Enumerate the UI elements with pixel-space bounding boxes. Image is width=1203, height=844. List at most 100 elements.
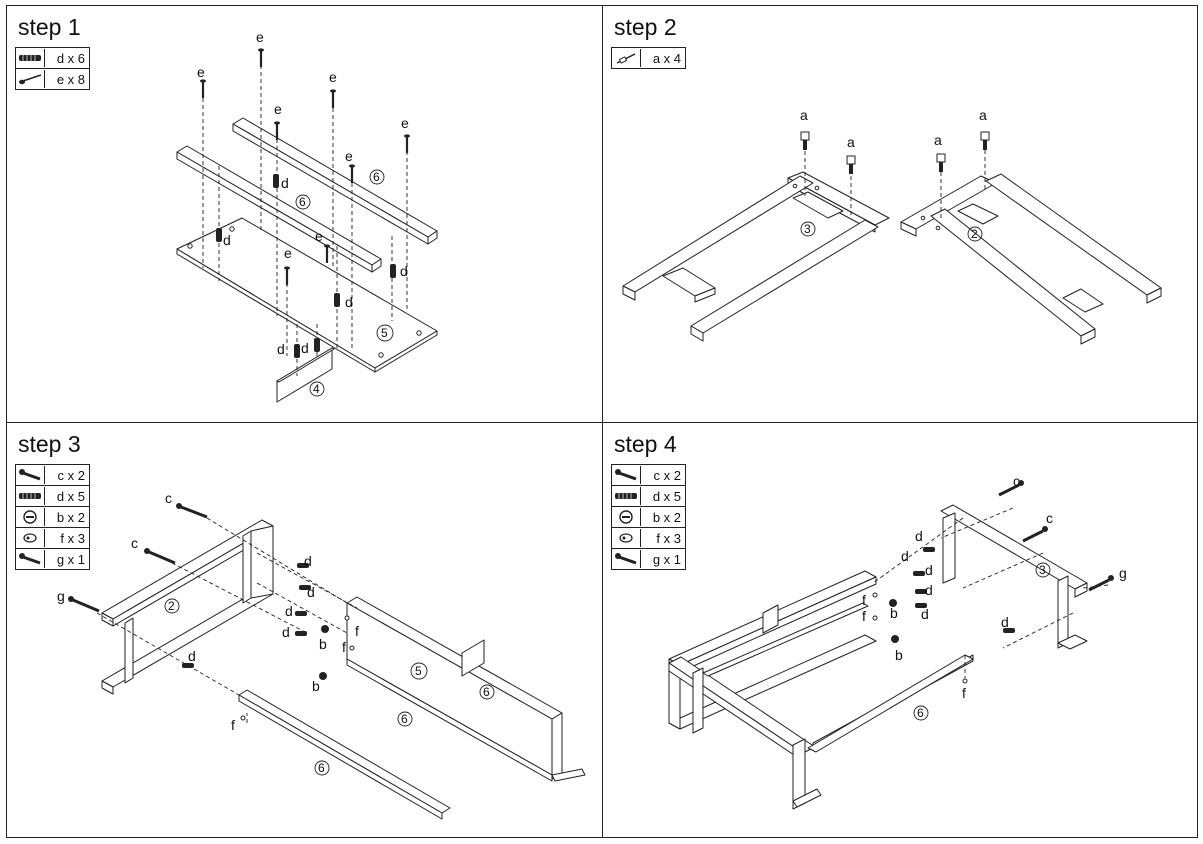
bolt-c	[144, 548, 176, 565]
insert-f	[872, 592, 878, 598]
hardware-label: e	[274, 101, 282, 117]
hardware-label: f	[862, 592, 866, 608]
insert-f	[962, 678, 968, 684]
dowel-d	[915, 589, 927, 594]
legend-row: f x 3	[611, 527, 686, 549]
hardware-label: d	[304, 553, 312, 569]
dowel-d	[295, 611, 307, 616]
bolt-c	[1022, 526, 1048, 543]
cam-lock-icon	[16, 508, 45, 526]
dowel-d	[273, 174, 279, 188]
insert-f	[344, 615, 350, 621]
rail-6-back-end	[427, 230, 438, 245]
panel-5: 5	[346, 596, 586, 782]
part-number: 6	[318, 761, 325, 775]
hardware-label: e	[256, 29, 264, 45]
rail-6-loose-side	[238, 694, 443, 820]
dowel-icon	[16, 49, 45, 67]
step-title: step 1	[18, 14, 81, 40]
hardware-label: g	[1119, 565, 1127, 581]
hardware-label: d	[281, 175, 289, 191]
legend-row: e x 8	[15, 68, 90, 90]
part-number: 3	[1039, 563, 1046, 577]
legend-text: d x 5	[652, 488, 681, 504]
legend-row: d x 5	[611, 485, 686, 507]
dowel-d	[314, 338, 320, 352]
rail-6	[346, 658, 553, 782]
hardware-label: g	[57, 588, 65, 604]
step-1-panel: step 1 d x 6 e x 8	[6, 5, 603, 423]
step-4-diagram: 3 6	[668, 473, 1127, 810]
cam-bolt-a	[936, 153, 946, 172]
legend-text: f x 3	[60, 530, 85, 546]
hardware-label: f	[231, 717, 235, 733]
panel-4-top	[276, 347, 335, 383]
step-title: step 3	[18, 431, 81, 457]
hardware-label: e	[345, 148, 353, 164]
rail-6-front-end	[371, 258, 382, 273]
hardware-label: d	[901, 548, 909, 564]
part-number: 6	[299, 195, 306, 209]
part-number: 3	[804, 222, 811, 236]
step-2-diagram: a a a a 3 2	[622, 107, 1162, 345]
hardware-label: d	[307, 584, 315, 600]
legend-text: d x 6	[56, 50, 85, 66]
frame-2	[900, 173, 1162, 345]
legend-text: b x 2	[652, 509, 681, 525]
hardware-label: c	[131, 535, 138, 551]
cam-lock-b	[889, 599, 897, 607]
dowel-d	[295, 631, 307, 636]
cam-bolt-a	[980, 131, 990, 150]
legend-text: c x 2	[653, 467, 681, 483]
legend-row: b x 2	[611, 506, 686, 528]
hardware-label: c	[165, 490, 172, 506]
hardware-label: d	[915, 528, 923, 544]
step-title: step 2	[614, 14, 677, 40]
rail-6-back-side	[232, 123, 429, 245]
legend-text: b x 2	[56, 509, 85, 525]
hardware-label: d	[925, 582, 933, 598]
hardware-label: e	[401, 115, 409, 131]
legend-row: g x 1	[15, 548, 90, 570]
screw-e	[200, 79, 206, 98]
part-number: 6	[483, 685, 490, 699]
hardware-label: a	[979, 107, 987, 123]
cam-lock-icon	[612, 508, 641, 526]
part-number: 5	[381, 326, 388, 340]
screw-e	[284, 266, 290, 285]
cam-lock-b	[891, 635, 899, 643]
hardware-legend: c x 2 d x 5 b x 2 f x 3 g x 1	[15, 464, 90, 570]
panel-4	[276, 347, 333, 403]
hardware-label: d	[1001, 614, 1009, 630]
rail-6	[807, 654, 974, 753]
panel-5-edge	[374, 330, 438, 373]
part-number: 6	[401, 712, 408, 726]
hardware-legend: a x 4	[611, 47, 686, 69]
screw-e	[274, 121, 280, 140]
hardware-label: d	[223, 232, 231, 248]
legend-text: f x 3	[656, 530, 681, 546]
step-1-diagram: e e e e e e e e d d d d d d 4 5 6 6	[176, 29, 438, 403]
screw-e	[349, 164, 355, 183]
step-2-panel: step 2 a x 4	[602, 5, 1198, 423]
hardware-label: d	[301, 340, 309, 356]
part-number: 6	[917, 706, 924, 720]
screw-e	[404, 134, 410, 153]
insert-nut-icon	[612, 529, 641, 547]
hardware-label: b	[319, 636, 327, 652]
hardware-label: f	[342, 639, 346, 655]
hardware-label: b	[312, 678, 320, 694]
side-frame-2: 2	[101, 519, 274, 695]
dowel-d	[297, 563, 309, 568]
bolt-icon	[612, 466, 641, 484]
hardware-label: d	[921, 606, 929, 622]
hardware-label: e	[315, 228, 323, 244]
legend-text: a x 4	[652, 50, 681, 66]
legend-text: e x 8	[56, 71, 85, 87]
hardware-label: e	[329, 69, 337, 85]
hardware-label: b	[890, 605, 898, 621]
hardware-label: e	[197, 64, 205, 80]
hardware-label: e	[284, 245, 292, 261]
hardware-label: f	[355, 623, 359, 639]
hardware-label: d	[400, 263, 408, 279]
